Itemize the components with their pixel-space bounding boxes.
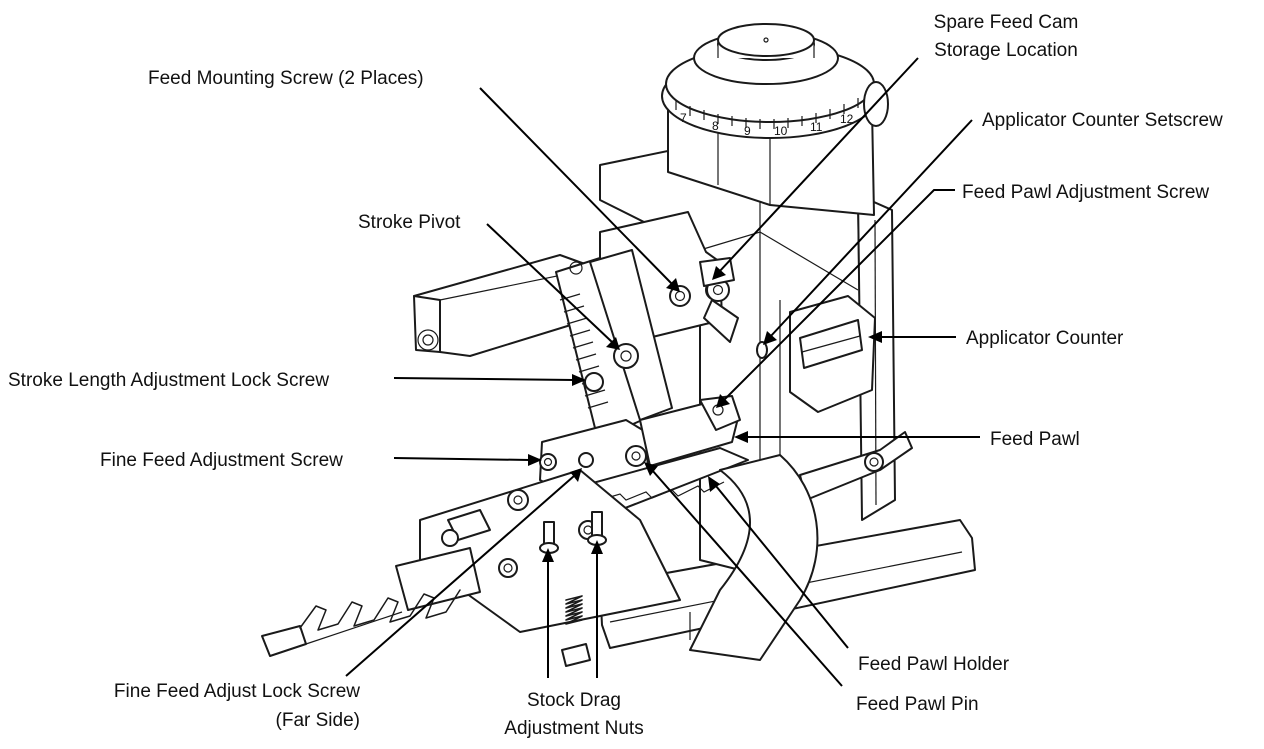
label-feed-pawl: Feed Pawl (990, 429, 1080, 450)
dial-number: 7 (680, 111, 687, 125)
leader-feed-pawl-pin (651, 469, 843, 687)
label-stroke-length-lock-screw: Stroke Length Adjustment Lock Screw (8, 370, 329, 391)
label-far-side: (Far Side) (276, 710, 360, 731)
feed-pawl-pin-icon (625, 445, 647, 467)
dial-ticks (675, 98, 859, 129)
label-adjustment-nuts: Adjustment Nuts (504, 718, 643, 739)
label-feed-mounting-screw: Feed Mounting Screw (2 Places) (148, 68, 424, 89)
drag-spring (561, 595, 591, 667)
dial-number: 12 (840, 112, 854, 126)
leader-feed-mounting-screw (479, 87, 673, 285)
leader-feed-pawl-adjustment-screw (723, 189, 955, 401)
label-fine-feed-adjustment-screw: Fine Feed Adjustment Screw (100, 450, 343, 471)
callout-labels: Spare Feed Cam Storage Location Feed Mou… (8, 12, 1223, 739)
counter-setscrew-icon (756, 341, 768, 359)
leader-stroke-pivot (486, 223, 613, 343)
feed-mounting-screw-icon (669, 285, 691, 307)
dial-number: 9 (744, 124, 751, 138)
label-stock-drag: Stock Drag (527, 690, 621, 711)
label-feed-pawl-holder: Feed Pawl Holder (858, 654, 1010, 675)
machine-illustration: 7 8 9 10 11 12 (261, 23, 976, 667)
terminal-strip (261, 547, 481, 657)
leader-counter-setscrew (769, 119, 973, 338)
label-storage-location: Storage Location (934, 40, 1078, 61)
dial-number: 11 (810, 120, 823, 134)
label-feed-pawl-pin: Feed Pawl Pin (856, 694, 979, 715)
label-fine-feed-lock-screw: Fine Feed Adjust Lock Screw (114, 681, 360, 702)
dial-numbers: 7 8 9 10 11 12 (680, 111, 854, 138)
label-stroke-pivot: Stroke Pivot (358, 212, 461, 233)
leader-fine-feed-screw (393, 457, 531, 461)
label-applicator-counter: Applicator Counter (966, 328, 1124, 349)
leader-fine-feed-lock-screw (345, 475, 575, 677)
leader-spare-feed-cam (718, 57, 919, 273)
dial-number: 8 (712, 119, 719, 133)
side-plate (857, 194, 896, 521)
leader-lines (345, 57, 980, 687)
stock-drag-studs (539, 511, 607, 554)
fine-feed-screw-icon (539, 453, 557, 471)
label-feed-pawl-adjustment-screw: Feed Pawl Adjustment Screw (962, 182, 1209, 203)
leader-stroke-length-lock-screw (393, 377, 575, 381)
stroke-lock-screw-icon (584, 372, 604, 392)
c-frame (689, 454, 819, 661)
dial-number: 10 (774, 124, 788, 138)
label-spare-feed-cam: Spare Feed Cam (934, 12, 1079, 33)
leader-feed-pawl-holder (715, 485, 849, 649)
label-applicator-counter-setscrew: Applicator Counter Setscrew (982, 110, 1223, 131)
